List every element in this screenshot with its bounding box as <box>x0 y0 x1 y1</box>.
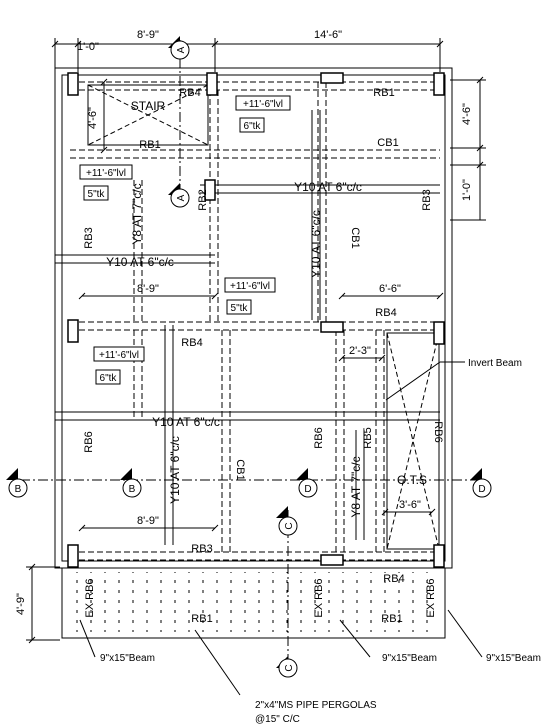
level-lower: +11'-6"lvl <box>99 350 139 361</box>
beam-texts: RB4 RB1 RB1 CB1 RB2 RB3 RB3 CB1 RB4 RB4 … <box>83 87 444 625</box>
section-lines <box>20 40 485 665</box>
section-label-c-mid: C <box>284 522 295 529</box>
dim-lower-left: 8'-9" <box>137 515 159 527</box>
pergola-note-line1: 2"x4"MS PIPE PERGOLAS <box>255 700 377 711</box>
section-label-d-right: D <box>478 484 485 495</box>
thickness-left: 5"tk <box>88 189 106 200</box>
beam-cb1-mid: CB1 <box>349 227 361 248</box>
dim-top-left: 1'-0" <box>77 41 99 53</box>
section-label-b-left: B <box>15 484 22 495</box>
invert-beam-label: Invert Beam <box>468 358 522 369</box>
section-marker-c-mid: C <box>276 506 298 536</box>
rebar-lines <box>55 110 440 545</box>
beam-rb1-stair: RB1 <box>139 139 160 151</box>
beam-rb2: RB2 <box>197 189 209 210</box>
beam-rb3-bottom: RB3 <box>191 543 212 555</box>
rebar-y10-v-right: Y10 AT 6"c/c <box>309 210 323 278</box>
section-marker-b-inner: B <box>120 468 142 498</box>
section-label-b-inner: B <box>129 484 136 495</box>
dim-left-stair: 4'-6" <box>87 107 99 129</box>
ots-label: O.T.S <box>397 473 427 487</box>
section-marker-d-inner: D <box>296 468 318 498</box>
dim-mid-left: 8'-9" <box>137 283 159 295</box>
beam-rb4-top: RB4 <box>179 87 200 99</box>
thickness-mid: 5"tk <box>231 303 249 314</box>
beam-ex-rb6-right: EX RB6 <box>425 578 437 617</box>
dimension-texts: 1'-0" 8'-9" 14'-6" 4'-6" 1'-0" 4'-6" 4'-… <box>15 29 473 615</box>
rebar-y8-v-left: Y8 AT 7"c/c <box>130 183 144 244</box>
dim-ots-width: 3'-6" <box>399 499 421 511</box>
dim-right-lower: 1'-0" <box>461 179 473 201</box>
beam-ex-rb6-mid: EX RB6 <box>313 578 325 617</box>
dim-mid-right: 6'-6" <box>379 283 401 295</box>
beam-rb4-lower: RB4 <box>181 337 202 349</box>
ots-shaft <box>386 332 440 550</box>
rebar-texts: Y10 AT 6"c/c Y10 AT 6"c/c Y10 AT 6"c/c Y… <box>106 180 363 518</box>
beam-ex-rb6-left: EX RB6 <box>84 578 96 617</box>
section-label-d-inner: D <box>304 484 311 495</box>
thickness-lower: 6"tk <box>100 373 118 384</box>
rebar-y10-h-mid: Y10 AT 6"c/c <box>152 415 220 429</box>
level-boxes <box>79 95 291 385</box>
dim-small-mid: 2'-3" <box>349 345 371 357</box>
columns <box>67 72 445 568</box>
section-label-c-bottom: C <box>284 664 295 671</box>
dim-bottom-left: 4'-9" <box>15 593 27 615</box>
thickness-top: 6"tk <box>244 121 262 132</box>
beam-note-right: 9"x15"Beam <box>486 653 541 664</box>
dim-top-right: 14'-6" <box>314 29 342 41</box>
section-marker-a-top: A <box>168 36 190 60</box>
level-mid: +11'-6"lvl <box>230 281 270 292</box>
beam-grid <box>70 81 440 561</box>
general-labels: STAIR O.T.S Invert Beam 9"x15"Beam 9"x15… <box>100 99 541 725</box>
section-marker-c-bottom: C <box>276 656 298 678</box>
section-label-a-mid: A <box>176 194 187 201</box>
section-label-a-top: A <box>176 46 187 53</box>
level-top: +11'-6"lvl <box>243 99 283 110</box>
dim-top-mid: 8'-9" <box>137 29 159 41</box>
beam-rb5: RB5 <box>362 427 374 448</box>
beam-rb6-mid: RB6 <box>313 427 325 448</box>
walls <box>54 67 453 639</box>
pergola-grill <box>75 572 433 632</box>
rebar-y10-v-lower: Y10 AT 6"c/c <box>168 436 182 504</box>
level-texts: +11'-6"lvl 6"tk +11'-6"lvl 5"tk +11'-6"l… <box>86 99 283 384</box>
stair-well <box>87 84 209 146</box>
beam-rb1-bottom-left: RB1 <box>191 613 212 625</box>
beam-cb1-top: CB1 <box>377 137 398 149</box>
leader-lines <box>79 361 483 696</box>
level-left: +11'-6"lvl <box>86 168 126 179</box>
beam-rb4-bottom: RB4 <box>383 573 404 585</box>
pergola-note-line2: @15" C/C <box>255 714 300 725</box>
section-marker-a-mid: A <box>168 183 190 208</box>
stair-label: STAIR <box>131 99 166 113</box>
rebar-y8-v-right: Y8 AT 7"c/c <box>349 456 363 517</box>
beam-rb6-right: RB6 <box>432 421 444 442</box>
rebar-y10-h-top: Y10 AT 6"c/c <box>294 180 362 194</box>
beam-cb1-lower: CB1 <box>234 459 246 480</box>
beam-rb6-left: RB6 <box>83 431 95 452</box>
beam-note-mid: 9"x15"Beam <box>382 653 437 664</box>
beam-rb3-left: RB3 <box>83 227 95 248</box>
section-marker-d-right: D <box>470 468 492 498</box>
beam-rb1-top: RB1 <box>373 87 394 99</box>
rebar-y10-h-left: Y10 AT 6"c/c <box>106 255 174 269</box>
beam-rb1-bottom-right: RB1 <box>381 613 402 625</box>
beam-rb4-mid: RB4 <box>375 307 396 319</box>
beam-rb3-right: RB3 <box>421 189 433 210</box>
section-marker-b-left: B <box>6 468 28 498</box>
beam-note-left: 9"x15"Beam <box>100 653 155 664</box>
dim-right-upper: 4'-6" <box>461 103 473 125</box>
